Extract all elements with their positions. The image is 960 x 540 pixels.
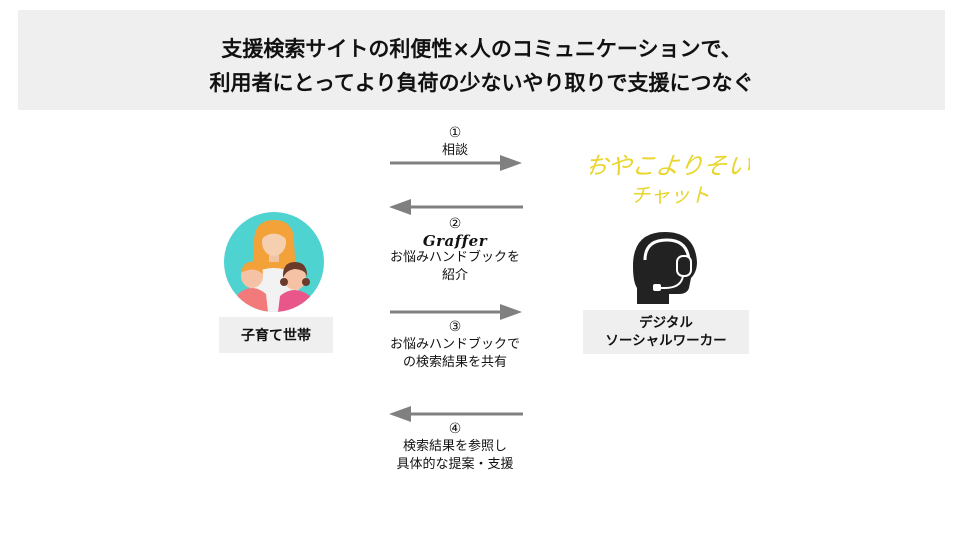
arrow-left-4 bbox=[389, 406, 523, 422]
step-3-number: ③ bbox=[448, 319, 462, 335]
step-3-text-2: の検索結果を共有 bbox=[402, 355, 507, 370]
oyako-yorisoi-chat-logo: おやこよりそい チャット bbox=[590, 152, 750, 207]
brand-line-1: おやこよりそい bbox=[590, 152, 750, 180]
arrow-right-1 bbox=[390, 155, 522, 171]
step-4-text-1: 検索結果を参照し bbox=[402, 439, 507, 454]
brand-line-2: チャット bbox=[630, 183, 710, 207]
title-banner: 支援検索サイトの利便性×人のコミュニケーションで、 利用者にとってより負荷の少な… bbox=[18, 10, 945, 110]
step-4: ④ 検索結果を参照し 具体的な提案・支援 bbox=[375, 420, 535, 474]
right-label-line-2: ソーシャルワーカー bbox=[605, 333, 727, 349]
title-line-1: 支援検索サイトの利便性×人のコミュニケーションで、 bbox=[221, 37, 742, 61]
step-4-number: ④ bbox=[448, 421, 462, 437]
arrow-left-2 bbox=[389, 199, 523, 215]
headset-agent-icon bbox=[633, 232, 697, 304]
step-2-number: ② bbox=[448, 216, 462, 232]
step-3: ③ お悩みハンドブックで の検索結果を共有 bbox=[375, 318, 535, 372]
family-label: 子育て世帯 bbox=[219, 317, 333, 353]
step-4-text-2: 具体的な提案・支援 bbox=[396, 457, 514, 472]
title-line-2: 利用者にとってより負荷の少ないやり取りで支援につなぐ bbox=[209, 71, 754, 95]
step-2-text-1: お悩みハンドブックを bbox=[389, 250, 520, 265]
digital-social-worker-label: デジタル ソーシャルワーカー bbox=[583, 310, 749, 354]
step-1-text: 相談 bbox=[441, 143, 468, 158]
right-label-line-1: デジタル bbox=[639, 314, 693, 331]
family-icon bbox=[224, 212, 324, 312]
step-2-text-2: 紹介 bbox=[441, 268, 468, 283]
step-3-text-1: お悩みハンドブックで bbox=[389, 337, 520, 352]
step-1: ① 相談 bbox=[375, 124, 535, 160]
step-1-number: ① bbox=[448, 125, 462, 141]
arrow-right-3 bbox=[390, 304, 522, 320]
step-2: ② Graffer お悩みハンドブックを 紹介 bbox=[375, 215, 535, 285]
graffer-logo: Graffer bbox=[422, 232, 488, 250]
